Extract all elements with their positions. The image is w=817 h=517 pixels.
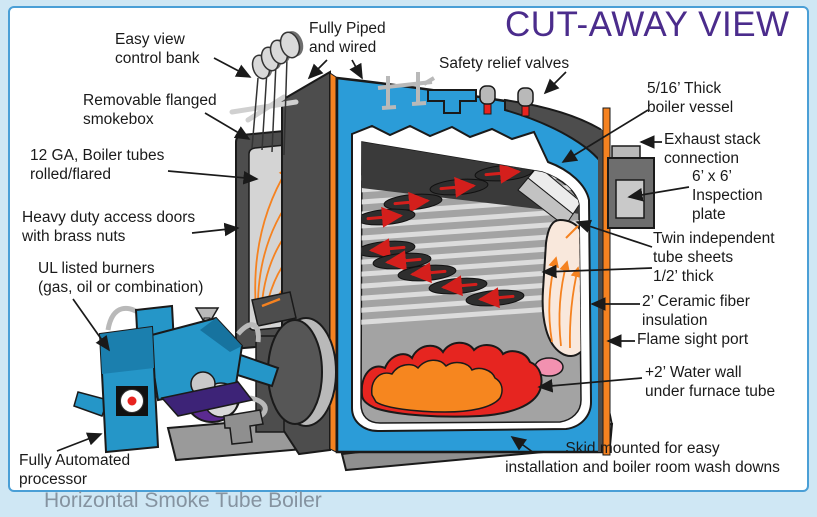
steam-nozzle	[427, 89, 477, 114]
relief-valve	[517, 87, 534, 107]
relief-valve	[479, 85, 496, 105]
leader-arrows	[56, 57, 690, 454]
safety-relief-valves	[479, 85, 534, 117]
label-removable-smokebox: Removable flanged smokebox	[83, 92, 217, 129]
label-fully-piped-and-wired: Fully Piped and wired	[309, 20, 386, 57]
label-flame-sight-port: Flame sight port	[637, 331, 749, 348]
label-boiler-tubes: 12 GA, Boiler tubes rolled/flared	[30, 147, 165, 184]
image-caption: Horizontal Smoke Tube Boiler	[44, 489, 322, 512]
fire-tubes	[361, 162, 534, 309]
tube-sheet-bands	[517, 165, 581, 227]
label-skid-mounted: Skid mounted for easy installation and b…	[505, 440, 780, 477]
label-ul-listed-burners: UL listed burners (gas, oil or combinati…	[38, 260, 204, 297]
label-twin-tube-sheets: Twin independent tube sheets 1/2’ thick	[653, 230, 775, 286]
page-title: CUT-AWAY VIEW	[505, 5, 790, 44]
vessel-interior	[351, 124, 593, 433]
vessel-edge-orange	[602, 107, 611, 456]
label-fully-automated-processor: Fully Automated processor	[19, 452, 131, 489]
flame	[361, 341, 543, 418]
control-bank-gauges	[251, 31, 304, 156]
inspection-plate	[615, 179, 645, 219]
label-access-doors: Heavy duty access doors with brass nuts	[22, 209, 196, 246]
label-ceramic-fiber-insulation: 2’ Ceramic fiber insulation	[642, 293, 750, 330]
label-safety-relief-valves: Safety relief valves	[439, 55, 570, 72]
label-water-wall: +2’ Water wall under furnace tube	[645, 364, 776, 401]
piping-frame	[377, 72, 436, 110]
label-boiler-vessel-thickness: 5/16’ Thick boiler vessel	[647, 80, 734, 117]
ceramic-fiber-insulation	[541, 218, 581, 358]
burner-assembly	[73, 304, 280, 454]
label-exhaust-stack-connection: Exhaust stack connection	[664, 131, 761, 168]
label-inspection-plate: 6’ x 6’ Inspection plate	[692, 168, 763, 224]
label-easy-view-control-bank: Easy view control bank	[115, 31, 200, 68]
exhaust-stack-connection	[607, 145, 655, 229]
